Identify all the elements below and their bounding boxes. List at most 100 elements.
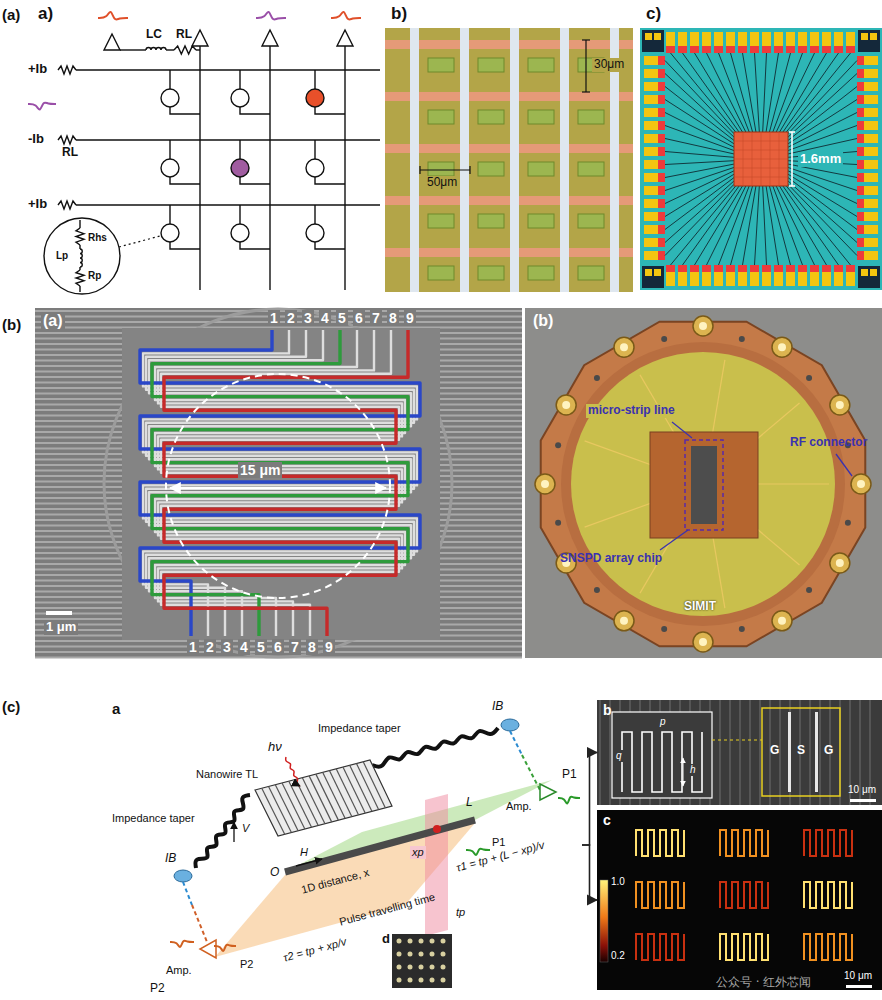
array-chip (864, 82, 878, 91)
array-chip (857, 251, 864, 260)
panel-label: (b) (2, 316, 21, 333)
meander-sem (762, 708, 840, 796)
array-chip (743, 186, 756, 265)
array-chip (798, 272, 807, 286)
array-chip (666, 46, 675, 53)
readout-circuit (80, 249, 82, 267)
array-chip (822, 46, 831, 53)
pixel-micrograph (528, 110, 554, 124)
delay-line-schematic (174, 870, 192, 882)
response-map (804, 882, 852, 908)
panel-letter: c (601, 812, 613, 828)
array-chip (786, 53, 850, 132)
meander-sem (788, 712, 791, 792)
readout-circuit (169, 205, 170, 224)
array-chip (786, 46, 795, 53)
readout-circuit (306, 159, 324, 177)
array-chip (702, 272, 711, 286)
channel-number: 7 (289, 639, 301, 655)
nanowire-sem (122, 328, 440, 640)
array-chip (864, 251, 878, 260)
array-chip (714, 46, 723, 53)
signal-label: IB (165, 852, 176, 866)
delay-line-schematic (419, 939, 424, 944)
panel-label: (c) (2, 698, 20, 715)
array-chip (644, 82, 658, 91)
axis-label: 1D distance, x (300, 866, 371, 896)
readout-circuit (170, 177, 200, 184)
array-chip (665, 139, 734, 154)
bias-label: +Ib (28, 62, 47, 77)
channel-number: 7 (370, 310, 382, 326)
array-chip (666, 32, 675, 46)
meander-sem (789, 700, 791, 805)
readout-circuit (196, 49, 200, 50)
readout-circuit (44, 218, 120, 294)
response-map (636, 934, 684, 960)
pixel-micrograph (428, 58, 454, 72)
readout-circuit (161, 89, 179, 107)
pixel-micrograph (510, 28, 519, 292)
array-chip (762, 265, 771, 272)
array-chip (834, 32, 843, 46)
callout-label: SNSPD array chip (560, 552, 662, 566)
axis-label: O (270, 866, 279, 880)
array-chip (658, 225, 665, 234)
readout-circuit (28, 103, 56, 110)
array-chip (788, 178, 857, 230)
array-chip (763, 53, 767, 132)
pixel-micrograph (560, 28, 569, 292)
sample-stage-photo (772, 337, 792, 357)
readout-circuit (262, 30, 278, 46)
readout-circuit (240, 177, 270, 184)
sample-stage-photo (857, 480, 865, 488)
channel-number: 9 (323, 639, 335, 655)
array-chip (665, 113, 734, 148)
delay-line-schematic (296, 859, 322, 866)
readout-circuit (314, 205, 315, 224)
component-label: Rhs (88, 232, 107, 244)
array-chip (773, 53, 803, 132)
array-chip (654, 33, 661, 40)
array-chip (690, 272, 699, 286)
readout-circuit (169, 70, 170, 89)
meander-sem (815, 712, 818, 792)
readout-circuit (104, 34, 120, 50)
panel-letter: d (380, 932, 392, 947)
array-chip (665, 74, 734, 138)
pixel-micrograph (385, 28, 633, 292)
array-chip (788, 184, 857, 255)
array-chip (857, 186, 864, 195)
sample-stage-photo (614, 337, 634, 357)
delay-line-schematic (501, 719, 519, 731)
sample-stage-photo (830, 395, 850, 415)
array-chip (644, 212, 658, 221)
readout-circuit (170, 242, 200, 249)
channel-number: 3 (302, 310, 314, 326)
array-chip (755, 53, 760, 132)
array-chip (644, 225, 658, 234)
readout-circuit (76, 228, 84, 245)
array-chip (644, 199, 658, 208)
array-chip (857, 69, 864, 78)
delay-line-schematic (397, 952, 402, 957)
array-chip (743, 53, 756, 132)
array-chip (658, 212, 665, 221)
array-chip (665, 100, 734, 144)
meander-sem (719, 700, 721, 805)
readout-circuit (239, 140, 240, 159)
signal-label: P2 (150, 982, 165, 996)
array-chip (857, 212, 864, 221)
array-chip (857, 199, 864, 208)
array-chip (644, 186, 658, 195)
electrode-label: S (797, 744, 805, 758)
sample-stage-photo (739, 336, 745, 342)
sample-stage-photo (541, 480, 549, 488)
array-chip (726, 265, 735, 272)
array-chip (857, 121, 864, 130)
sample-stage-photo (614, 611, 634, 631)
readout-circuit (231, 159, 249, 177)
delay-line-schematic (200, 940, 216, 958)
channel-number: 4 (319, 310, 331, 326)
array-chip (658, 147, 665, 156)
